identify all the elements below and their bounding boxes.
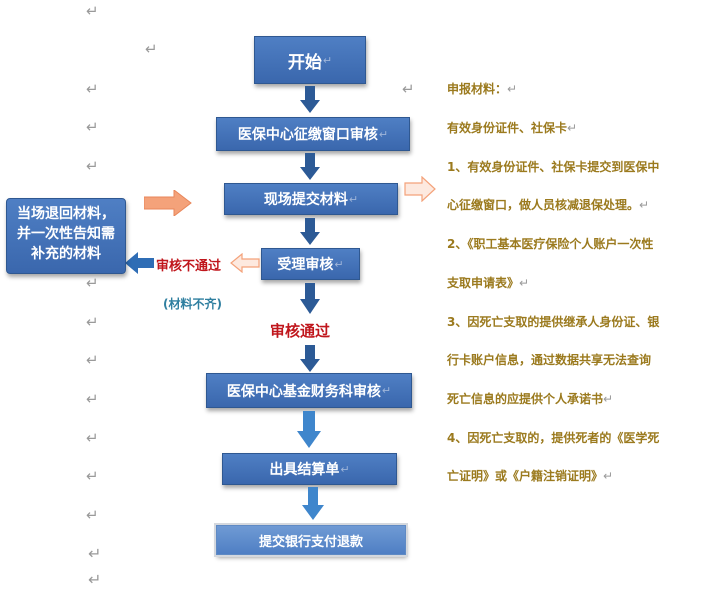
notes-heading: 申报材料：↵ [447, 82, 517, 97]
notes-line: 行卡账户信息，通过数据共享无法查询 [447, 353, 651, 368]
paragraph-mark: ↵ [519, 276, 530, 290]
step-window-review: 医保中心征缴窗口审核↵ [216, 117, 410, 151]
step-fund-finance-review: 医保中心基金财务科审核↵ [206, 373, 412, 408]
step-acceptance-review-label: 受理审核 [277, 257, 334, 273]
notes-heading-text: 申报材料： [447, 82, 508, 96]
notes-line-text: 4、因死亡支取的，提供死者的《医学死 [447, 431, 660, 445]
notes-line: 死亡信息的应提供个人承诺书↵ [447, 392, 613, 407]
paragraph-mark: ↵ [145, 40, 158, 58]
notes-line-text: 1、有效身份证件、社保卡提交到医保中 [447, 160, 660, 174]
paragraph-mark: ↵ [340, 462, 350, 476]
paragraph-mark: ↵ [88, 544, 102, 563]
step-bank-refund-label: 提交银行支付退款 [258, 534, 363, 550]
paragraph-mark: ↵ [322, 53, 333, 67]
down-arrow [300, 86, 320, 113]
paragraph-mark: ↵ [86, 506, 99, 524]
start-box: 开始↵ [254, 36, 366, 84]
notes-line: 心征缴窗口，做人员核减退保处理。↵ [447, 198, 649, 213]
paragraph-mark: ↵ [348, 192, 359, 206]
down-arrow [300, 153, 320, 180]
paragraph-mark: ↵ [88, 570, 102, 589]
step-submit-materials-label: 现场提交材料 [263, 192, 348, 208]
notes-line: 亡证明》或《户籍注销证明》↵ [447, 469, 613, 484]
paragraph-mark: ↵ [86, 429, 99, 447]
step-issue-statement: 出具结算单↵ [222, 453, 397, 485]
notes-line-text: 有效身份证件、社保卡 [447, 121, 568, 135]
reject-label: 审核不通过 [156, 259, 222, 274]
notes-line: 有效身份证件、社保卡↵ [447, 121, 577, 136]
paragraph-mark: ↵ [86, 274, 99, 292]
notes-line: 4、因死亡支取的，提供死者的《医学死 [447, 431, 659, 446]
paragraph-mark: ↵ [381, 384, 392, 397]
reject-reason-label: (材料不齐) [163, 297, 222, 311]
paragraph-mark: ↵ [86, 118, 99, 136]
down-arrow [300, 345, 320, 372]
paragraph-mark: ↵ [402, 80, 415, 98]
paragraph-mark: ↵ [86, 2, 99, 20]
notes-line-text: 死亡信息的应提供个人承诺书 [447, 392, 604, 406]
paragraph-mark: ↵ [86, 351, 99, 369]
paragraph-mark: ↵ [603, 469, 614, 483]
paragraph-mark: ↵ [86, 390, 99, 408]
step-fund-finance-review-label: 医保中心基金财务科审核 [226, 383, 381, 400]
step-issue-statement-label: 出具结算单 [269, 462, 340, 478]
notes-line: 2、《职工基本医疗保险个人账户一次性 [447, 237, 653, 252]
start-label: 开始 [287, 52, 322, 73]
paragraph-mark: ↵ [507, 82, 518, 96]
paragraph-mark: ↵ [639, 198, 650, 212]
left-arrow-blue [125, 252, 154, 274]
paragraph-mark: ↵ [603, 392, 614, 406]
notes-line-text: 亡证明》或《户籍注销证明》 [447, 469, 604, 483]
paragraph-mark: ↵ [86, 467, 99, 485]
notes-line-text: 心征缴窗口，做人员核减退保处理。 [447, 198, 640, 212]
notes-line-text: 3、因死亡支取的提供继承人身份证、银 [447, 315, 660, 329]
step-acceptance-review: 受理审核↵ [261, 248, 360, 280]
step-submit-materials: 现场提交材料↵ [224, 183, 398, 215]
paragraph-mark: ↵ [86, 313, 99, 331]
return-materials-box: 当场退回材料，并一次性告知需补充的材料 [6, 198, 126, 274]
paragraph-mark: ↵ [86, 157, 99, 175]
pass-label: 审核通过 [270, 322, 331, 340]
down-arrow [300, 283, 320, 314]
down-arrow [297, 411, 321, 448]
right-arrow-outline [404, 176, 436, 202]
paragraph-mark: ↵ [567, 121, 578, 135]
step-bank-refund: 提交银行支付退款 [214, 523, 408, 557]
notes-line-text: 支取申请表》 [447, 276, 520, 290]
paragraph-mark: ↵ [334, 257, 344, 271]
paragraph-mark: ↵ [86, 80, 99, 98]
notes-line-text: 2、《职工基本医疗保险个人账户一次性 [447, 237, 654, 251]
step-window-review-label: 医保中心征缴窗口审核 [237, 127, 378, 143]
down-arrow [302, 487, 324, 520]
notes-line: 支取申请表》↵ [447, 276, 529, 291]
left-arrow-orange [230, 253, 260, 273]
return-materials-label: 当场退回材料，并一次性告知需补充的材料 [17, 206, 115, 262]
down-arrow [300, 218, 320, 245]
notes-line-text: 行卡账户信息，通过数据共享无法查询 [447, 353, 652, 367]
right-arrow-orange [144, 190, 192, 216]
notes-line: 1、有效身份证件、社保卡提交到医保中 [447, 160, 659, 175]
notes-line: 3、因死亡支取的提供继承人身份证、银 [447, 315, 659, 330]
paragraph-mark: ↵ [378, 127, 389, 141]
